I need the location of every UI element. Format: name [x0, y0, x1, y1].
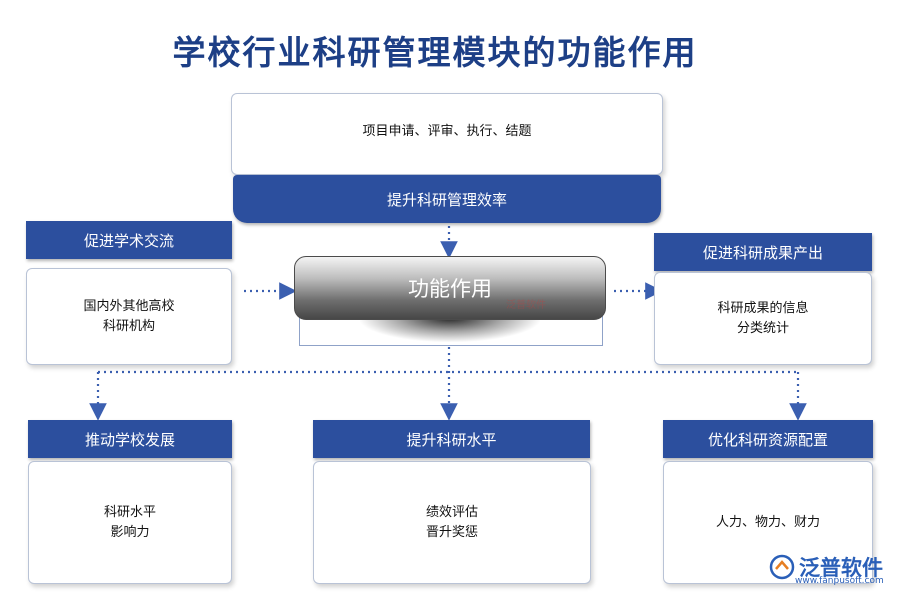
- left-line-2: 科研机构: [102, 318, 155, 334]
- brand-logo-icon: [769, 554, 795, 580]
- top-content-box: 项目申请、评审、执行、结题: [231, 93, 663, 175]
- right-header: 促进科研成果产出: [654, 233, 872, 271]
- right-line-2: 分类统计: [736, 320, 789, 336]
- bottom-right-line-1: 人力、物力、财力: [715, 514, 820, 530]
- bottom-left-header: 推动学校发展: [28, 420, 232, 458]
- left-header: 促进学术交流: [26, 221, 232, 259]
- bottom-middle-line-1: 绩效评估: [425, 504, 478, 520]
- right-line-1: 科研成果的信息: [717, 300, 809, 316]
- bottom-right-header-label: 优化科研资源配置: [707, 430, 828, 449]
- bottom-left-line-2: 影响力: [110, 524, 150, 540]
- right-content-box: 科研成果的信息 分类统计: [654, 272, 872, 365]
- top-content-text: 项目申请、评审、执行、结题: [362, 124, 532, 139]
- center-shadow: [360, 318, 540, 342]
- bottom-left-line-1: 科研水平: [103, 504, 156, 520]
- bottom-middle-line-2: 晋升奖惩: [425, 524, 478, 540]
- bottom-middle-header-label: 提升科研水平: [406, 430, 497, 449]
- page-title: 学校行业科研管理模块的功能作用: [172, 33, 698, 72]
- bottom-right-content-box: 人力、物力、财力: [663, 461, 873, 584]
- left-line-1: 国内外其他高校: [83, 298, 175, 314]
- center-node: 功能作用: [294, 256, 606, 320]
- bottom-right-header: 优化科研资源配置: [663, 420, 873, 458]
- bottom-middle-header: 提升科研水平: [313, 420, 590, 458]
- center-watermark: 泛普软件: [506, 300, 546, 311]
- right-header-label: 促进科研成果产出: [702, 243, 823, 262]
- brand-name: 泛普软件: [799, 556, 883, 580]
- left-content-box: 国内外其他高校 科研机构: [26, 268, 232, 365]
- bottom-left-content-box: 科研水平 影响力: [28, 461, 232, 584]
- top-header: 提升科研管理效率: [233, 175, 661, 223]
- top-header-label: 提升科研管理效率: [386, 190, 507, 209]
- brand-url: www.fanpusoft.com: [795, 576, 884, 586]
- brand-logo: 泛普软件: [768, 552, 883, 582]
- center-label: 功能作用: [408, 277, 492, 301]
- bottom-middle-content-box: 绩效评估 晋升奖惩: [313, 461, 591, 584]
- bottom-left-header-label: 推动学校发展: [84, 430, 175, 449]
- left-header-label: 促进学术交流: [83, 231, 174, 250]
